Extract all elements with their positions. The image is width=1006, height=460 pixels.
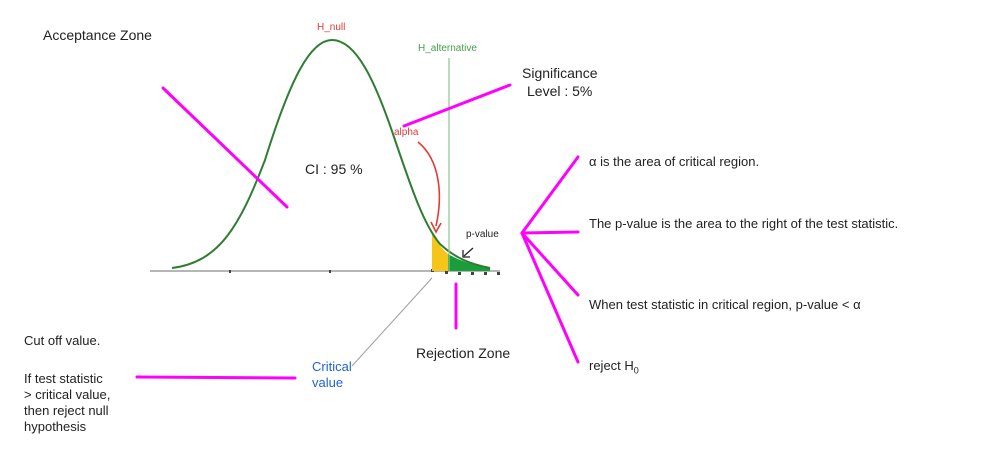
alpha-label: alpha (394, 127, 419, 138)
h-null-label: H_null (317, 22, 346, 33)
p-value-region (448, 254, 490, 271)
annotation-lines (135, 83, 580, 380)
critical-leader-line (351, 277, 433, 367)
cutoff-label: Cut off value. (24, 333, 101, 348)
critical-value-label-line2: value (312, 375, 344, 390)
significance-label-line2: Level : 5% (527, 83, 593, 99)
note-alpha-area: α is the area of critical region. (589, 154, 760, 169)
rejection-zone-label: Rejection Zone (416, 345, 511, 361)
rule-line1: If test statistic (24, 371, 103, 386)
curved-arrow-icon (417, 141, 441, 227)
acceptance-zone-label: Acceptance Zone (43, 27, 152, 43)
reject-h-text: reject H (589, 358, 634, 373)
ci-label: CI : 95 % (305, 161, 363, 177)
note-reject-h0: reject H0 (589, 358, 639, 376)
p-value-label: p-value (466, 229, 499, 240)
bell-curve (171, 38, 491, 269)
rule-line2: > critical value, (24, 387, 111, 402)
h-subscript: 0 (633, 365, 639, 376)
diagonal-arrow-icon (463, 247, 474, 257)
note-critical-region: When test statistic in critical region, … (589, 297, 861, 312)
critical-value-label-line1: Critical (312, 359, 352, 374)
significance-label-line1: Significance (522, 65, 598, 81)
rule-line4: hypothesis (24, 419, 87, 434)
h-alternative-label: H_alternative (418, 43, 477, 54)
alpha-region (432, 232, 448, 271)
rule-line3: then reject null (24, 403, 109, 418)
note-p-value-area: The p-value is the area to the right of … (589, 216, 899, 231)
